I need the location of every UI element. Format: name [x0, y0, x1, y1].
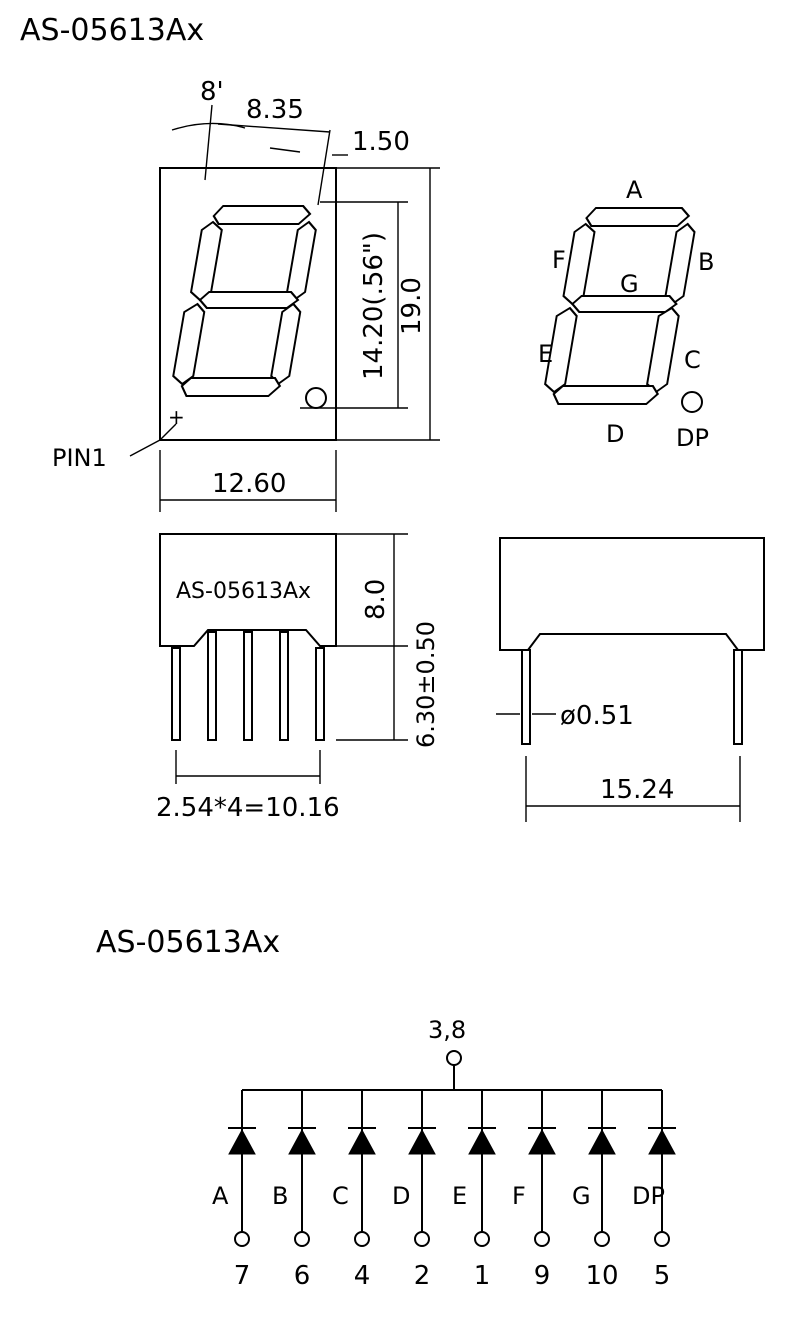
pin-number: 9	[534, 1261, 551, 1291]
side-pins	[171, 631, 325, 741]
pin-number: 7	[234, 1261, 251, 1291]
diode-triangle	[348, 1128, 376, 1155]
pin-terminal	[654, 1231, 670, 1247]
pin-number: 5	[654, 1261, 671, 1291]
front-seg-e	[172, 302, 206, 386]
label-e: E	[538, 340, 553, 368]
diode-triangle	[528, 1128, 556, 1155]
label-g: G	[620, 270, 639, 298]
end-body	[499, 537, 765, 651]
top-title: AS-05613Ax	[20, 13, 204, 48]
diode-triangle	[468, 1128, 496, 1155]
diode-triangle	[228, 1128, 256, 1155]
display-body-outline	[159, 167, 337, 441]
pin-number: 1	[474, 1261, 491, 1291]
label-f: F	[552, 246, 566, 274]
offset-dim: 1.50	[352, 127, 410, 157]
front-seg-d	[180, 377, 282, 397]
front-digit	[172, 205, 317, 397]
pin-terminal	[354, 1231, 370, 1247]
front-dp	[305, 387, 327, 409]
map-dp	[681, 391, 703, 413]
pin-terminal	[594, 1231, 610, 1247]
pin-terminal	[534, 1231, 550, 1247]
front-seg-c	[270, 302, 302, 386]
diode-triangle	[408, 1128, 436, 1155]
pin-terminal	[294, 1231, 310, 1247]
label-a: A	[626, 176, 643, 204]
front-seg-g	[198, 291, 300, 309]
pin-terminal	[234, 1231, 250, 1247]
pin1-label: PIN1	[52, 444, 107, 472]
width-top-dim: 8.35	[246, 95, 304, 125]
map-seg-f	[562, 222, 596, 306]
side-label: AS-05613Ax	[176, 579, 311, 604]
pin-length-dim: 6.30±0.50	[412, 621, 440, 748]
label-c: C	[684, 346, 701, 374]
pin-number: 10	[585, 1261, 618, 1291]
total-height-dim: 19.0	[397, 277, 427, 335]
digit-height-dim: 14.20(.56")	[359, 232, 389, 380]
pin-number: 4	[354, 1261, 371, 1291]
map-seg-e	[544, 306, 578, 394]
label-dp: DP	[676, 424, 709, 452]
side-body	[159, 533, 337, 647]
front-seg-b	[286, 220, 317, 302]
common-terminal	[446, 1050, 462, 1066]
map-seg-g	[570, 295, 678, 313]
pin-diameter-dim: ø0.51	[560, 701, 634, 731]
width-dim: 12.60	[212, 469, 286, 499]
pin-number: 2	[414, 1261, 431, 1291]
segment-label: DP	[632, 1182, 665, 1210]
segment-label: C	[332, 1182, 349, 1210]
angle-dim: 8'	[200, 77, 224, 107]
map-seg-b	[664, 222, 696, 306]
diode-triangle	[588, 1128, 616, 1155]
side-view: AS-05613Ax 8.0 6.30±0.50 2.54*4=10.16	[156, 533, 440, 823]
map-seg-d	[552, 385, 660, 405]
pin1-marker: +	[168, 405, 185, 429]
schematic: 3,8 A 7 B 6 C 4 D 2 E 1 F 9 G 10 DP 5	[212, 1016, 676, 1291]
front-seg-f	[189, 220, 223, 302]
front-view: + PIN1 8' 8.35 1.50 14.20(.56") 19.0 12.…	[52, 77, 440, 512]
pitch-dim: 2.54*4=10.16	[156, 793, 340, 823]
front-seg-a	[212, 205, 312, 225]
diode-triangle	[288, 1128, 316, 1155]
map-seg-a	[585, 207, 691, 227]
segment-label: E	[452, 1182, 467, 1210]
common-pins-label: 3,8	[428, 1016, 466, 1044]
segment-label: B	[272, 1182, 288, 1210]
row-spacing-dim: 15.24	[600, 775, 674, 805]
segment-label: G	[572, 1182, 591, 1210]
label-d: D	[606, 420, 624, 448]
pin-number: 6	[294, 1261, 311, 1291]
diode-array: A 7 B 6 C 4 D 2 E 1 F 9 G 10 DP 5	[212, 1090, 676, 1291]
pin1-leader	[129, 439, 161, 457]
schematic-title: AS-05613Ax	[96, 925, 280, 960]
segment-label: D	[392, 1182, 410, 1210]
body-height-dim: 8.0	[361, 579, 391, 620]
pin-terminal	[474, 1231, 490, 1247]
pin-terminal	[414, 1231, 430, 1247]
segment-label: F	[512, 1182, 526, 1210]
label-b: B	[698, 248, 714, 276]
segment-map: A F B G E C D DP	[538, 176, 714, 452]
segment-label: A	[212, 1182, 229, 1210]
diode-triangle	[648, 1128, 676, 1155]
map-seg-c	[646, 306, 680, 394]
end-view: ø0.51 15.24	[496, 537, 765, 822]
